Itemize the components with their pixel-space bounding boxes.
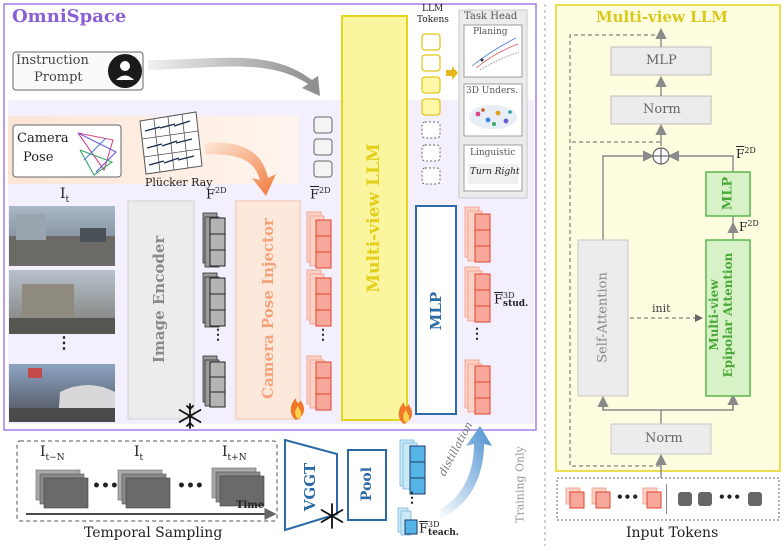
residual-paths (569, 34, 662, 467)
input-tokens-box (556, 477, 780, 521)
snowflake-icon-vggt (320, 503, 344, 529)
multiview-llm-label: Multi-view LLM (364, 143, 384, 293)
planing-trajectory (471, 37, 520, 71)
input-frames (9, 206, 115, 422)
encoder-f2d-label: F2D (206, 186, 227, 203)
frame-t-plus-label: It+N (222, 444, 247, 463)
frame-t-label: It (134, 444, 144, 463)
llm-tokens-label-2: Tokens (417, 15, 449, 25)
attention-sum (652, 147, 670, 165)
self-attention-label: Self-Attention (595, 272, 611, 363)
llm-tokens (421, 33, 441, 185)
understanding-pointcloud (469, 105, 517, 129)
self-attention-block (577, 239, 629, 397)
temporal-sampling-box (16, 440, 278, 522)
input-token-chips (565, 484, 762, 514)
instruction-arrow (148, 57, 320, 96)
detail-mlp-label: MLP (646, 53, 677, 68)
injector-ellipsis: ⋮ (316, 327, 330, 343)
frames-dots-2: ••• (177, 478, 204, 494)
omnispace-title: OmniSpace (12, 6, 127, 27)
mlp-top-block (610, 46, 712, 76)
camera-pose-box (12, 124, 122, 178)
pool-block (347, 449, 387, 521)
detail-norm-top-label: Norm (643, 102, 681, 117)
injected-features (306, 211, 332, 411)
pool-label: Pool (359, 466, 375, 502)
task-head-label: Task Head (464, 11, 518, 22)
student-features (464, 206, 491, 415)
mlp-green-block (705, 171, 751, 217)
token-dots-pink: ••• (616, 490, 640, 504)
injected-f2d-label: F2D (310, 186, 331, 203)
teacher-ellipsis: ⋮ (405, 490, 419, 506)
time-label: Time (236, 500, 265, 511)
frames-dots-1: ••• (92, 478, 119, 494)
flame-icon-llm (398, 402, 413, 424)
understanding-label: 3D Unders. (466, 86, 519, 96)
detail-mlp-green-label: MLP (720, 176, 736, 211)
snowflake-icon (178, 403, 202, 429)
detail-f2d-hat-label: F2D (739, 219, 759, 234)
norm-bottom-block (610, 423, 712, 455)
detail-f2d-label: F2D (736, 146, 756, 161)
instruction-prompt-box (12, 51, 144, 91)
prompt-label: Prompt (34, 70, 83, 85)
camera-label: Camera (17, 131, 69, 146)
token-dots-grey: ••• (718, 490, 742, 504)
camera-pose-injector-block (235, 200, 301, 420)
student-ellipsis: ⋮ (470, 326, 484, 342)
temporal-frames (35, 467, 265, 509)
frame-ellipsis: ⋮ (56, 333, 72, 352)
init-label: init (652, 302, 671, 315)
detail-norm-bottom-label: Norm (645, 431, 683, 446)
image-encoder-block (127, 200, 195, 420)
mlp-label: MLP (427, 291, 445, 331)
distillation-arrow (438, 426, 492, 518)
camera-pose-injector-label: Camera Pose Injector (259, 218, 277, 399)
detail-branches (602, 398, 734, 424)
frame-t-minus-label: It−N (40, 444, 65, 463)
linguistic-label: Linguistic (470, 148, 516, 158)
encoder-ellipsis: ⋮ (211, 327, 225, 343)
temporal-sampling-label: Temporal Sampling (84, 525, 223, 541)
mlp-block (415, 205, 457, 415)
detail-title: Multi-view LLM (596, 8, 728, 26)
frame-label: It (60, 186, 70, 205)
planing-label: Planing (473, 27, 508, 37)
vggt-label: VGGT (301, 462, 319, 512)
input-tokens-label: Input Tokens (626, 525, 719, 541)
camera-frustum-icon (77, 132, 117, 176)
flame-icon-injector (290, 398, 305, 420)
llm-tokens-label-1: LLM (422, 4, 444, 14)
encoder-features (202, 212, 226, 408)
pose-label: Pose (23, 150, 54, 165)
image-encoder-label: Image Encoder (150, 235, 168, 363)
instruction-label: Instruction (16, 53, 89, 68)
norm-top-block (610, 95, 712, 125)
token-to-head-arrow (446, 66, 458, 80)
plucker-ray-label: Plücker Ray (145, 176, 213, 189)
multiview-llm-block (341, 15, 408, 421)
turn-right-label: Turn Right (470, 167, 520, 177)
plucker-ray-grid (139, 111, 203, 175)
teacher-features (397, 439, 426, 536)
training-strip (6, 434, 526, 546)
training-only-label: Training Only (513, 446, 527, 523)
instruction-tokens (313, 116, 333, 178)
epipolar-attention-block (705, 239, 751, 397)
plucker-arrow (205, 142, 276, 196)
